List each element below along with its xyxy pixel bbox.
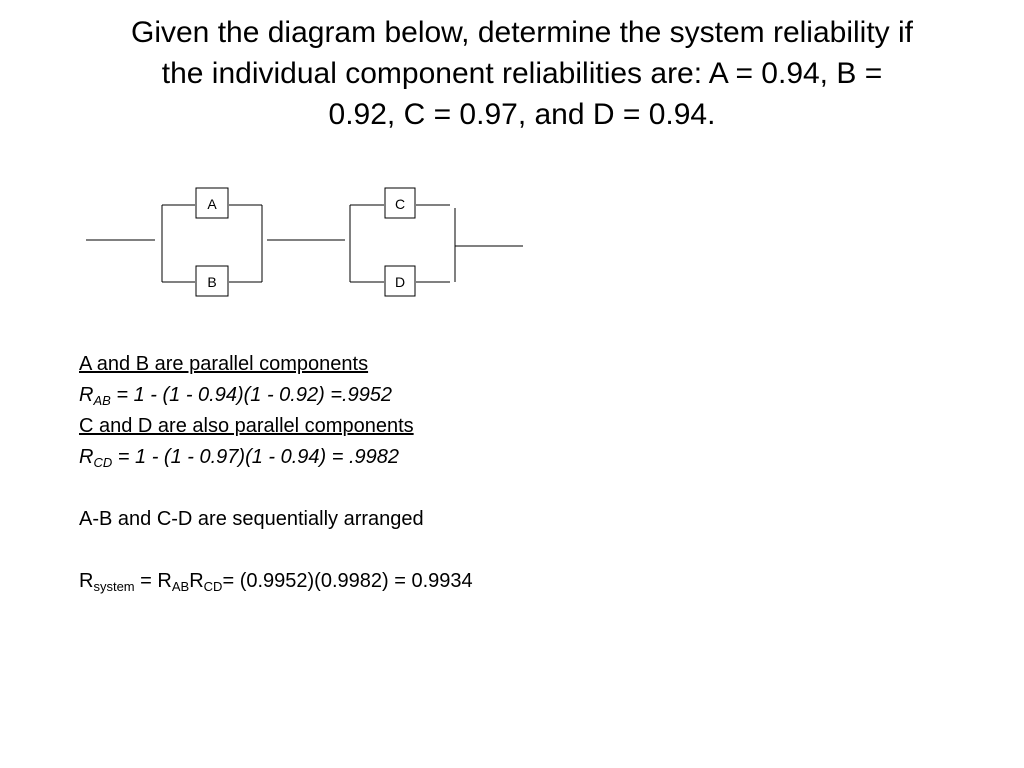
rab-subscript: AB <box>93 393 111 408</box>
rsystem-result: = (0.9952)(0.9982) = 0.9934 <box>222 570 473 592</box>
rab-expression: = 1 - (1 - 0.94)(1 - 0.92) =.9952 <box>110 384 393 406</box>
rab-equation: RAB = 1 - (1 - 0.94)(1 - 0.92) =.9952 <box>79 380 779 411</box>
solution-steps: A and B are parallel components RAB = 1 … <box>79 349 779 597</box>
component-b-box <box>195 265 229 297</box>
rcd-equation: RCD = 1 - (1 - 0.97)(1 - 0.94) = .9982 <box>79 442 779 473</box>
problem-line-3: 0.92, C = 0.97, and D = 0.94. <box>328 98 716 131</box>
component-b-label: B <box>207 274 216 290</box>
problem-line-2: the individual component reliabilities a… <box>161 57 883 90</box>
component-a-label: A <box>207 196 217 212</box>
sequence-note: A-B and C-D are sequentially arranged <box>79 508 424 530</box>
rab-product-subscript: AB <box>171 579 190 594</box>
component-a-box <box>195 187 229 219</box>
component-d-box <box>384 265 416 297</box>
component-c-label: C <box>395 196 405 212</box>
system-reliability-equation: Rsystem = RABRCD= (0.9952)(0.9982) = 0.9… <box>79 566 779 597</box>
problem-statement: Given the diagram below, determine the s… <box>40 12 1004 135</box>
spacer <box>79 535 779 566</box>
rsystem-symbol: R <box>79 570 94 592</box>
rcd-product-subscript: CD <box>203 579 223 594</box>
rcd-product-symbol: R <box>189 570 204 592</box>
rsystem-equals: = R <box>134 570 172 592</box>
rcd-subscript: CD <box>93 455 113 470</box>
spacer <box>79 473 779 504</box>
rab-symbol: R <box>79 384 94 406</box>
rsystem-subscript: system <box>93 579 135 594</box>
component-d-label: D <box>395 274 405 290</box>
ab-parallel-heading: A and B are parallel components <box>79 353 369 375</box>
component-c-box <box>384 187 416 219</box>
rcd-expression: = 1 - (1 - 0.97)(1 - 0.94) = .9982 <box>112 446 400 468</box>
rcd-symbol: R <box>79 446 94 468</box>
problem-line-1: Given the diagram below, determine the s… <box>130 16 914 49</box>
cd-parallel-heading: C and D are also parallel components <box>79 415 414 437</box>
